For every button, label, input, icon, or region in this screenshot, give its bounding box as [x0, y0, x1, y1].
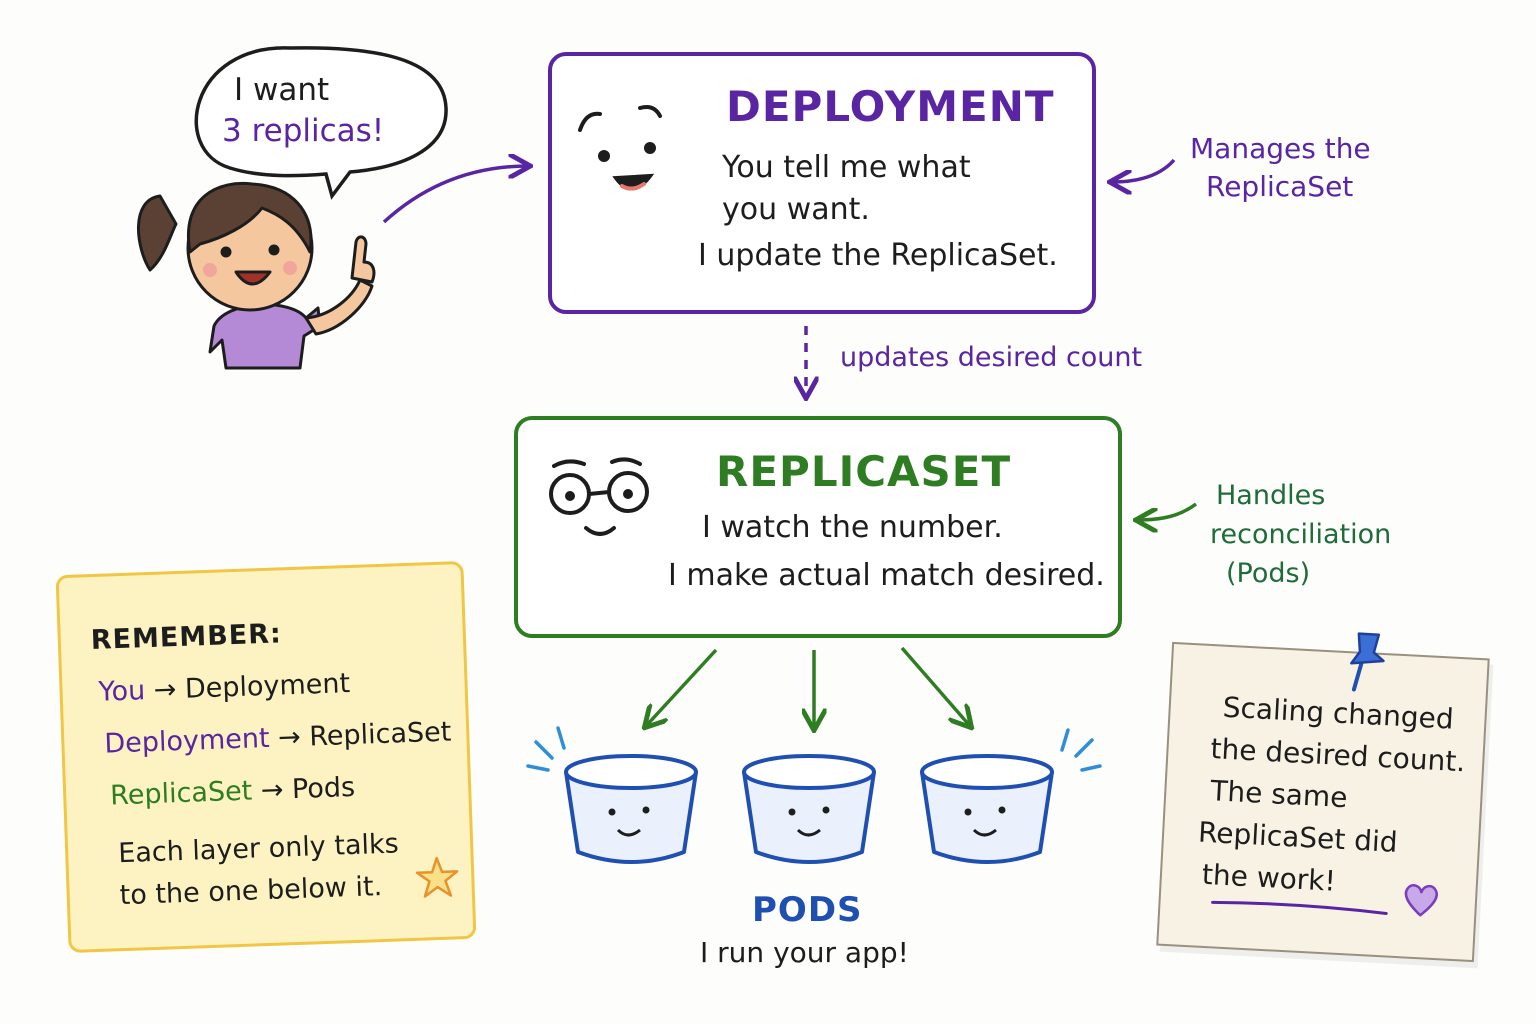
deployment-line2: you want. [722, 192, 870, 227]
sticky-line-3: The same [1209, 774, 1349, 815]
speech-bubble-line1: I want [234, 72, 330, 108]
sticky-line-5: the work! [1201, 857, 1337, 898]
replicaset-box [514, 416, 1122, 638]
arrow-girl-to-deployment [382, 166, 528, 224]
manages-note: Manages the ReplicaSet [1190, 130, 1371, 206]
remember-row-2-to: ReplicaSet [308, 716, 452, 753]
arrow-right-icon: → [260, 774, 293, 807]
speech-bubble-line2: 3 replicas! [222, 113, 385, 149]
replicaset-line1: I watch the number. [702, 510, 1003, 545]
sticky-line-4: ReplicaSet did [1197, 815, 1399, 859]
sticky-line-1: Scaling changed [1221, 690, 1455, 736]
arrow-manages [1112, 158, 1176, 182]
speech-bubble [194, 46, 448, 200]
pods-subtitle: I run your app! [700, 936, 909, 969]
remember-title: REMEMBER: [90, 618, 283, 657]
arrow-handles [1138, 502, 1198, 520]
deployment-face-icon [578, 105, 662, 191]
manages-note-line1: Manages the [1190, 132, 1371, 165]
pushpin-icon [1350, 632, 1385, 692]
remember-row-2: Deployment → ReplicaSet [104, 717, 452, 760]
deployment-line3: I update the ReplicaSet. [698, 238, 1058, 273]
heart-icon [1404, 884, 1439, 917]
handles-note-line1: Handles [1216, 480, 1326, 511]
handles-note-line3: (Pods) [1226, 558, 1311, 589]
remember-row-1-from: You [98, 675, 146, 708]
pod-2-icon [742, 754, 876, 864]
star-icon [415, 856, 459, 898]
remember-row-3-from: ReplicaSet [109, 775, 253, 812]
updates-note: updates desired count [840, 342, 1143, 373]
handles-note: Handles reconciliation (Pods) [1210, 476, 1391, 593]
girl-character-icon [136, 181, 376, 370]
pods-title: PODS [752, 890, 863, 930]
sparkle-right-icon [1060, 728, 1102, 772]
remember-card: REMEMBER: You → Deployment Deployment → … [55, 560, 477, 954]
sticky-line-2: the desired count. [1209, 732, 1467, 779]
replicaset-line2: I make actual match desired. [668, 558, 1105, 593]
arrow-right-icon: → [277, 721, 310, 754]
underline-stroke [1211, 900, 1388, 915]
arrow-replicaset-to-pod-3 [900, 646, 970, 726]
replicaset-glasses-face-icon [549, 457, 649, 536]
remember-row-3-to: Pods [291, 771, 356, 806]
remember-row-1: You → Deployment [98, 668, 350, 708]
arrow-right-icon: → [153, 673, 186, 706]
sparkle-left-icon [526, 726, 566, 772]
remember-row-1-to: Deployment [184, 668, 351, 705]
pod-3-icon [920, 754, 1054, 864]
replicaset-title: REPLICASET [716, 447, 1012, 496]
deployment-box [548, 52, 1096, 314]
manages-note-line2: ReplicaSet [1206, 170, 1354, 203]
remember-row-3: ReplicaSet → Pods [110, 772, 356, 812]
handles-note-line2: reconciliation [1210, 519, 1392, 550]
sticky-note: Scaling changed the desired count. The s… [1156, 632, 1490, 963]
pod-1-icon [564, 754, 698, 864]
remember-row-2-from: Deployment [103, 722, 271, 760]
deployment-line1: You tell me what [722, 150, 971, 185]
remember-footer-line2: to the one below it. [119, 871, 383, 912]
remember-footer-line1: Each layer only talks [117, 828, 400, 870]
arrow-replicaset-to-pod-1 [646, 648, 718, 726]
deployment-title: DEPLOYMENT [726, 82, 1055, 131]
